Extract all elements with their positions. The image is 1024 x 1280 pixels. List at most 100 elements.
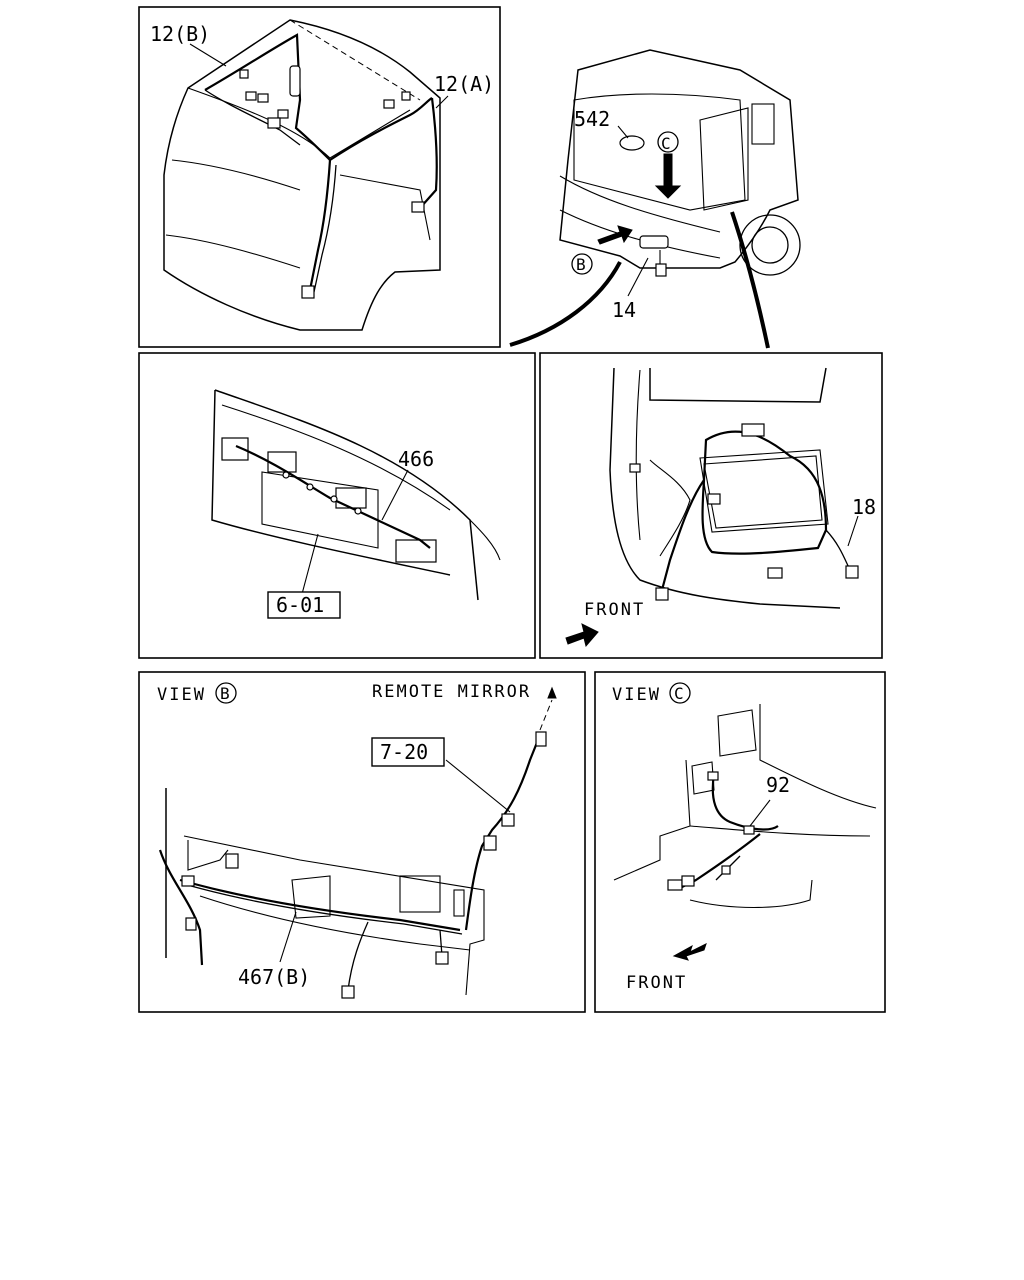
connector — [239, 69, 249, 79]
harness-92-drop — [679, 833, 761, 889]
leader-line — [627, 257, 649, 297]
view-c-arrow — [654, 153, 682, 199]
view-b-arrow — [597, 225, 633, 245]
connector — [289, 65, 301, 97]
clip — [282, 471, 290, 479]
harness-12b-branch — [204, 89, 301, 146]
grille-inner-line — [221, 404, 451, 511]
callout-467b: 467(B) — [238, 965, 310, 989]
front-arrow-icon — [565, 623, 599, 648]
remote-mirror-arrow — [547, 686, 557, 699]
panel-view-c: VIEW C 92 FRONT — [594, 671, 886, 1013]
connector — [707, 771, 719, 781]
door-cutout — [649, 459, 691, 557]
body-lower-edge — [199, 895, 471, 951]
connector — [257, 93, 269, 103]
harness-92 — [711, 773, 779, 831]
front-arrow-icon — [672, 943, 707, 961]
door-window-inner — [703, 455, 823, 529]
callout-6-01: 6-01 — [276, 593, 324, 617]
grille-corner — [469, 519, 501, 561]
harness-467b-main — [179, 878, 461, 932]
connector — [301, 285, 315, 299]
view-c-marker-letter: C — [661, 134, 671, 153]
cab-body-outline — [163, 19, 441, 331]
connector — [245, 91, 257, 101]
clip — [743, 825, 755, 835]
door-frame-left — [609, 367, 841, 609]
leader-line — [617, 125, 629, 139]
grille-left-outline — [211, 389, 451, 576]
connector — [681, 875, 695, 887]
connector — [383, 99, 395, 109]
callout-12b: 12(B) — [150, 22, 210, 46]
panel-cab-roof: 12(B) 12(A) — [138, 6, 501, 348]
clip — [306, 483, 314, 491]
truck-side-window — [751, 103, 775, 145]
leader-line — [279, 911, 297, 963]
panel-front-grille-frame — [138, 352, 536, 659]
harness-466 — [235, 444, 431, 549]
windshield-bottom — [165, 234, 301, 269]
view-b-title-marker — [215, 682, 237, 704]
windshield-top — [171, 159, 301, 191]
door-frame-top — [649, 367, 827, 403]
panel-cab-roof-frame — [138, 6, 501, 348]
truck-bumper-bottom — [559, 209, 721, 259]
view-b-marker-letter: B — [576, 255, 586, 274]
view-b-marker — [571, 253, 593, 275]
floor-edge — [613, 759, 691, 881]
door-window-outline — [699, 449, 829, 533]
door-line — [339, 174, 431, 241]
truck-overview: 542 14 C B — [509, 49, 801, 349]
link-curve-left — [509, 261, 622, 347]
panel-view-b: VIEW B REMOTE MIRROR 467(B) 7-20 — [138, 671, 586, 1013]
panel-plate — [717, 709, 757, 757]
harness-12a — [419, 97, 438, 209]
view-b-title-letter: B — [220, 684, 230, 703]
harness-mirror-run — [464, 734, 542, 931]
harness-467b-main-2 — [183, 883, 463, 935]
body-panel — [183, 835, 485, 996]
leader-line — [847, 515, 859, 547]
headlamp-right — [395, 539, 437, 563]
ref-box-7-20 — [371, 737, 445, 767]
view-c-title-marker — [669, 682, 691, 704]
connector — [411, 201, 425, 213]
connector — [181, 875, 195, 887]
truck-bumper-top — [559, 175, 721, 233]
grille-opening — [261, 471, 379, 549]
harness-467b-left — [158, 849, 204, 966]
harness-drop — [308, 159, 332, 291]
remote-mirror-dashed-line — [539, 699, 553, 731]
clip — [629, 463, 641, 473]
harness-467b-drop — [347, 921, 369, 991]
connector — [707, 493, 721, 505]
view-c-marker — [657, 131, 679, 153]
door-harness-loop — [701, 430, 828, 555]
truck-door-window — [699, 107, 749, 211]
harness-drop-2 — [313, 164, 337, 293]
connector — [435, 951, 449, 965]
connector — [225, 853, 239, 869]
panel-front-grille: 466 6-01 — [138, 352, 536, 659]
connector — [267, 117, 281, 129]
harness-18 — [825, 529, 851, 571]
view-c-title-letter: C — [674, 684, 684, 703]
remote-mirror-label: REMOTE MIRROR — [372, 682, 531, 702]
grille-top-outline — [214, 389, 479, 601]
callout-7-20: 7-20 — [380, 740, 428, 764]
part-542-grommet — [619, 135, 645, 151]
cutout — [453, 889, 465, 917]
callout-12a: 12(A) — [434, 72, 494, 96]
callout-14: 14 — [612, 298, 636, 322]
truck-wheel — [739, 214, 801, 276]
truck-windshield — [573, 93, 746, 211]
connector — [655, 587, 669, 601]
clip — [354, 507, 362, 515]
connector — [741, 423, 765, 437]
panel-door-frame — [539, 352, 883, 659]
connector — [767, 567, 783, 579]
callout-18: 18 — [852, 495, 876, 519]
part-14-lamp — [639, 235, 669, 249]
